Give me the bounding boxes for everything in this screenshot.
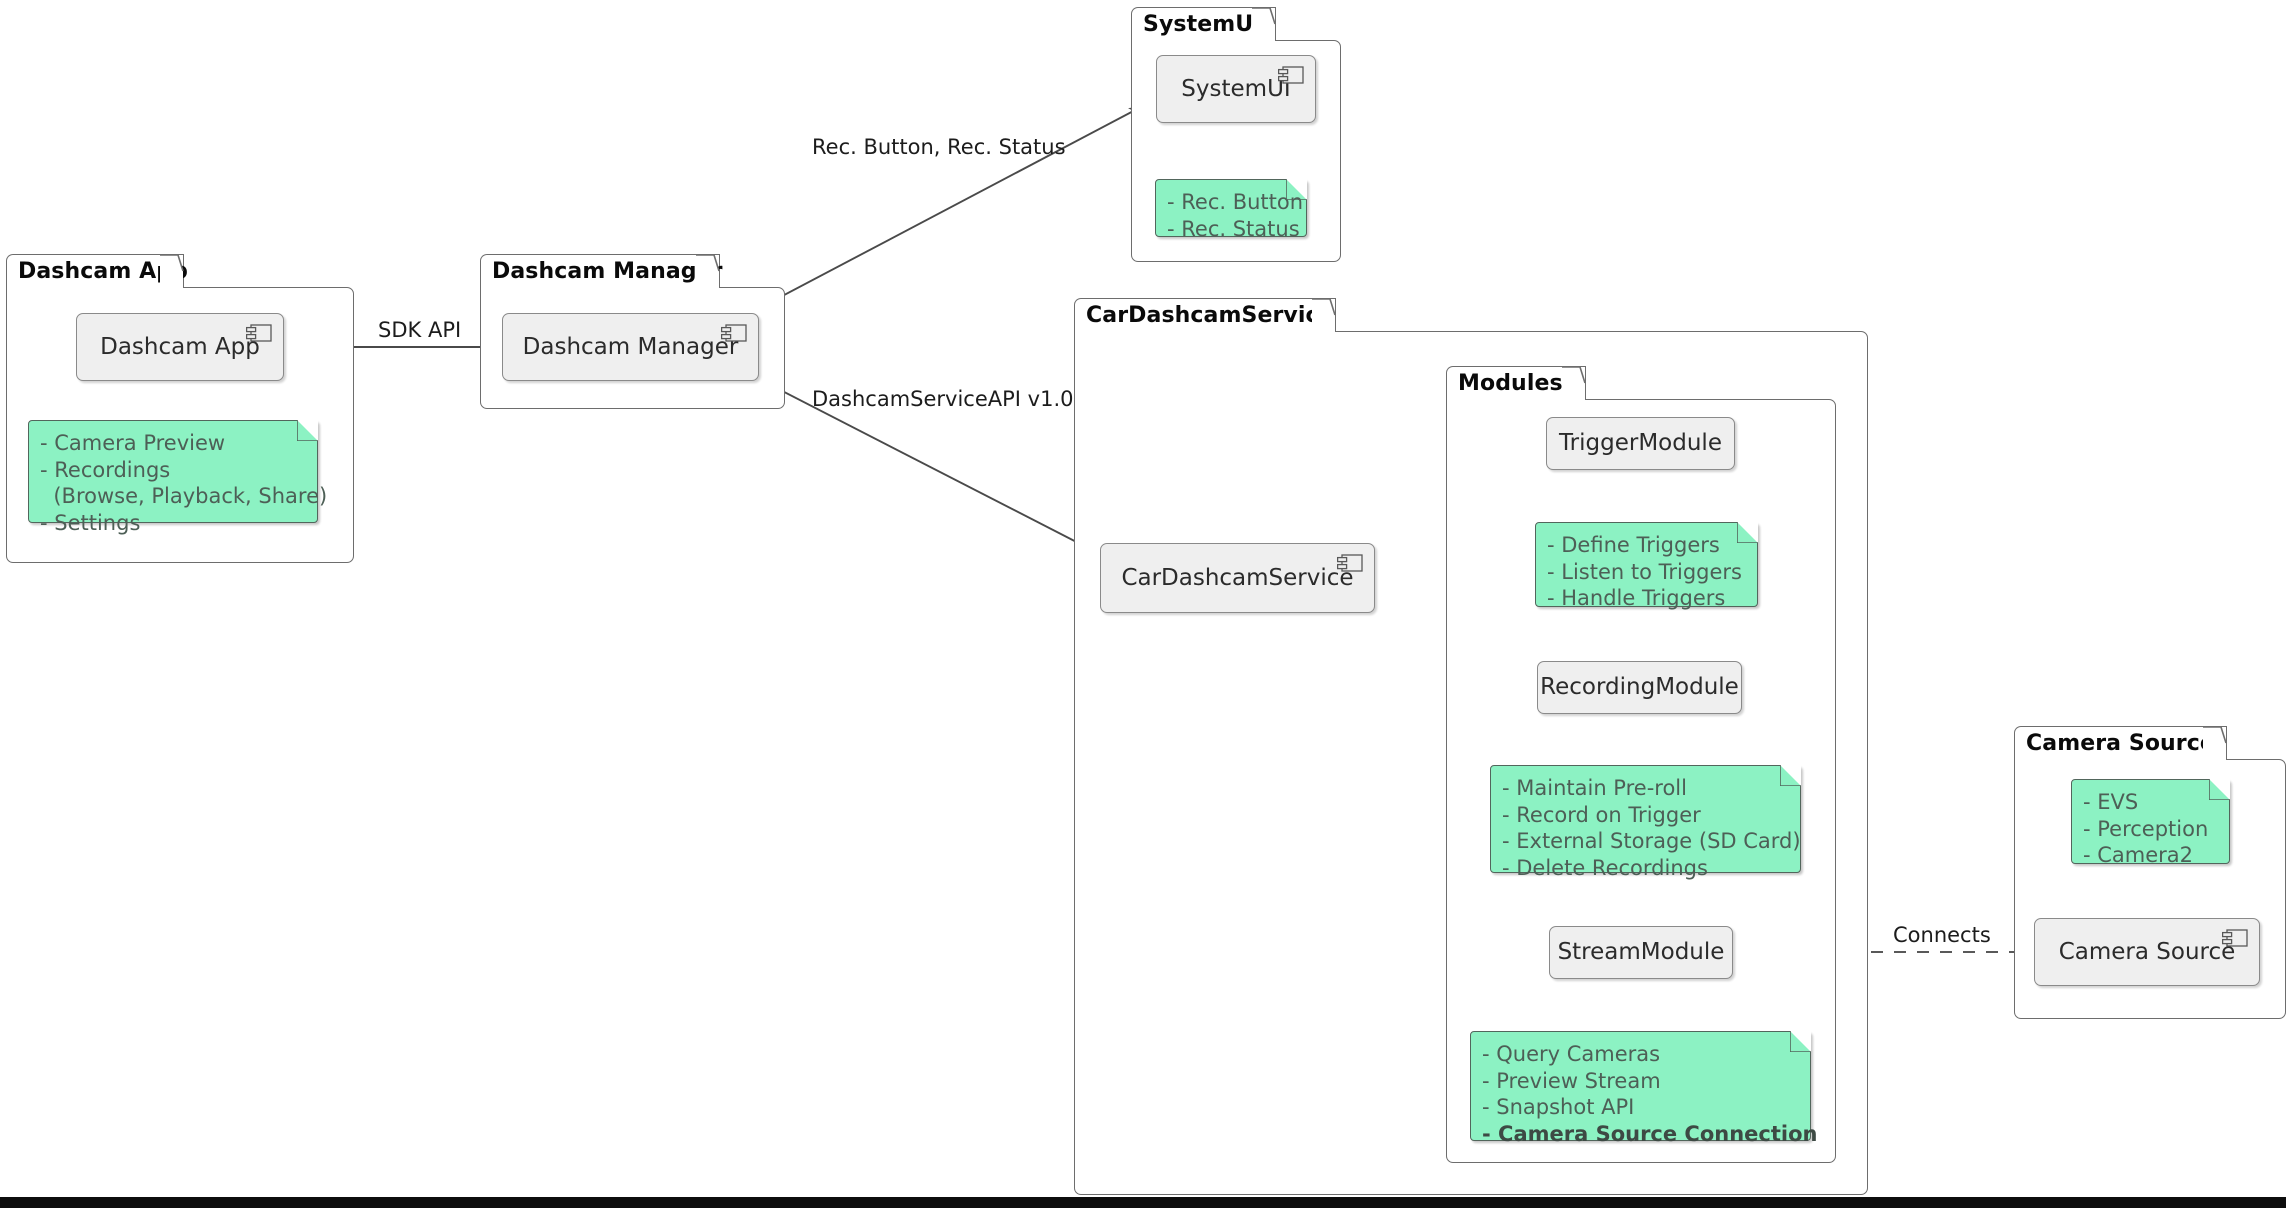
component-label: StreamModule xyxy=(1557,939,1725,965)
package-tab-car-dashcam-service: CarDashcamService xyxy=(1074,298,1336,333)
note-fold-icon xyxy=(1285,179,1307,201)
note-recording-module: - Maintain Pre-roll - Record on Trigger … xyxy=(1490,765,1801,880)
component-car-dashcam-service[interactable]: CarDashcamService xyxy=(1100,543,1375,613)
note-line: - Snapshot API xyxy=(1482,1095,1635,1120)
package-label: Modules xyxy=(1458,370,1563,396)
edge-label-sdk-api: SDK API xyxy=(378,318,462,342)
component-trigger-module[interactable]: TriggerModule xyxy=(1546,417,1735,470)
folder-tab-slant-icon xyxy=(1562,367,1586,401)
folder-tab-slant-icon xyxy=(1312,299,1336,333)
note-line: - Rec. Button xyxy=(1167,190,1304,214)
note-line: - Query Cameras xyxy=(1482,1042,1661,1066)
component-label: SystemUI xyxy=(1181,75,1291,102)
folder-tab-slant-icon xyxy=(696,255,720,289)
note-line: - Camera Source Connection xyxy=(1482,1121,1818,1146)
note-system-ui: - Rec. Button - Rec. Status xyxy=(1155,179,1307,241)
note-line: (Browse, Playback, Share) xyxy=(40,484,328,509)
note-fold-icon xyxy=(1736,522,1758,544)
note-line: - Listen to Triggers xyxy=(1547,559,1742,584)
note-line: - Perception xyxy=(2083,816,2209,841)
component-label: CarDashcamService xyxy=(1121,564,1354,591)
folder-tab-slant-icon xyxy=(1252,8,1276,42)
component-icon xyxy=(2221,929,2248,948)
note-line: - Handle Triggers xyxy=(1547,586,1726,611)
component-stream-module[interactable]: StreamModule xyxy=(1549,926,1733,979)
note-fold-icon xyxy=(1789,1031,1811,1053)
note-dashcam-app: - Camera Preview - Recordings (Browse, P… xyxy=(28,420,328,535)
package-tab-modules: Modules xyxy=(1446,366,1586,401)
bottom-bar xyxy=(0,1197,2286,1208)
component-label: Dashcam App xyxy=(100,333,260,360)
edge-label-dashcam-service-api: DashcamServiceAPI v1.0 xyxy=(812,387,1074,411)
note-line: - EVS xyxy=(2083,790,2139,814)
component-icon xyxy=(245,324,272,343)
note-fold-icon xyxy=(296,420,318,442)
component-label: Camera Source xyxy=(2058,938,2236,965)
component-label: RecordingModule xyxy=(1540,674,1739,700)
note-fold-icon xyxy=(2208,779,2230,801)
package-tab-dashcam-manager: Dashcam Manager xyxy=(480,254,723,289)
component-icon xyxy=(1277,66,1304,85)
component-label: TriggerModule xyxy=(1559,430,1722,456)
package-label: Dashcam App xyxy=(18,258,188,284)
package-label: Camera Source xyxy=(2026,730,2215,756)
note-line: - External Storage (SD Card) xyxy=(1502,829,1801,854)
package-tab-camera-source: Camera Source xyxy=(2014,726,2227,761)
note-fold-icon xyxy=(1779,765,1801,787)
component-dashcam-manager[interactable]: Dashcam Manager xyxy=(502,313,759,381)
note-line: - Delete Recordings xyxy=(1502,855,1708,880)
package-tab-dashcam-app: Dashcam App xyxy=(6,254,188,289)
note-trigger-module: - Define Triggers - Listen to Triggers -… xyxy=(1535,522,1758,610)
note-camera-source: - EVS - Perception - Camera2 xyxy=(2071,779,2230,867)
note-line: - Rec. Status xyxy=(1167,216,1300,241)
edge-label-rec-button-status: Rec. Button, Rec. Status xyxy=(812,135,1066,159)
component-camera-source[interactable]: Camera Source xyxy=(2034,918,2260,986)
package-label: Dashcam Manager xyxy=(492,258,723,284)
note-line: - Record on Trigger xyxy=(1502,802,1701,827)
note-line: - Define Triggers xyxy=(1547,533,1720,557)
component-system-ui[interactable]: SystemUI xyxy=(1156,55,1316,123)
component-dashcam-app[interactable]: Dashcam App xyxy=(76,313,284,381)
note-stream-module: - Query Cameras - Preview Stream - Snaps… xyxy=(1470,1031,1817,1146)
note-line: - Camera Preview xyxy=(40,431,226,455)
note-line: - Settings xyxy=(40,510,141,535)
component-icon xyxy=(1336,554,1363,573)
package-label: SystemUI xyxy=(1143,11,1262,37)
folder-tab-slant-icon xyxy=(160,255,184,289)
edge-label-connects: Connects xyxy=(1893,923,1991,947)
note-line: - Camera2 xyxy=(2083,843,2194,868)
component-recording-module[interactable]: RecordingModule xyxy=(1537,661,1742,714)
package-tab-system-ui: SystemUI xyxy=(1131,7,1276,42)
component-label: Dashcam Manager xyxy=(522,333,739,360)
folder-tab-slant-icon xyxy=(2203,727,2227,761)
note-line: - Recordings xyxy=(40,457,171,482)
package-label: CarDashcamService xyxy=(1086,302,1334,328)
note-line: - Preview Stream xyxy=(1482,1068,1661,1093)
component-icon xyxy=(720,324,747,343)
note-line: - Maintain Pre-roll xyxy=(1502,776,1687,800)
